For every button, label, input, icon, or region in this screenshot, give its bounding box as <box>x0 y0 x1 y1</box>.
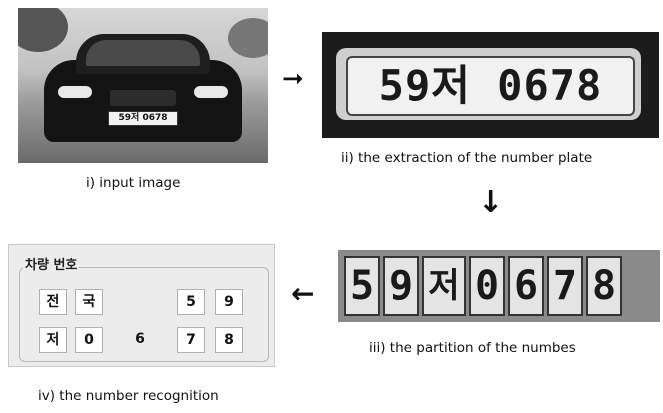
recognized-char: 6 <box>135 331 145 347</box>
extracted-plate-text: 59저 0678 <box>346 56 635 116</box>
arrow-left-icon: ← <box>291 277 315 310</box>
recognized-char: 국 <box>75 289 103 315</box>
recognized-char: 전 <box>39 289 67 315</box>
background-tree <box>228 18 268 58</box>
segment-char: 8 <box>586 256 622 316</box>
car-windshield <box>86 40 200 66</box>
segment-char: 0 <box>469 256 505 316</box>
caption-input-image: i) input image <box>86 175 181 191</box>
recognized-char: 5 <box>177 289 205 315</box>
arrow-down-icon: ↓ <box>478 185 504 220</box>
input-car-image: 59저 0678 <box>18 8 268 163</box>
recognition-panel: 차량 번호 전 국 5 9 저 0 6 7 8 <box>8 244 275 367</box>
caption-recognition: iv) the number recognition <box>38 388 219 404</box>
segment-char: 6 <box>508 256 544 316</box>
recognized-char: 0 <box>75 327 103 353</box>
car-grille <box>110 90 176 106</box>
car-number-plate: 59저 0678 <box>108 111 178 126</box>
segment-char: 9 <box>383 256 419 316</box>
segment-char: 5 <box>344 256 380 316</box>
recognition-panel-title: 차량 번호 <box>23 258 80 273</box>
extracted-plate-image: 59저 0678 <box>322 32 659 138</box>
arrow-right-icon: ➞ <box>282 64 304 94</box>
caption-partition: iii) the partition of the numbes <box>369 340 576 356</box>
caption-plate-extraction: ii) the extraction of the number plate <box>341 150 593 166</box>
car-headlight-right <box>194 86 228 98</box>
segmented-characters-image: 5 9 저 0 6 7 8 <box>338 250 660 322</box>
recognized-char: 7 <box>177 327 205 353</box>
car-headlight-left <box>58 86 92 98</box>
segment-char: 7 <box>547 256 583 316</box>
recognized-char: 8 <box>215 327 243 353</box>
segment-char: 저 <box>422 256 466 316</box>
recognized-char: 9 <box>215 289 243 315</box>
background-tree <box>18 8 68 52</box>
recognized-char: 저 <box>39 327 67 353</box>
recognition-groupbox <box>19 267 269 362</box>
